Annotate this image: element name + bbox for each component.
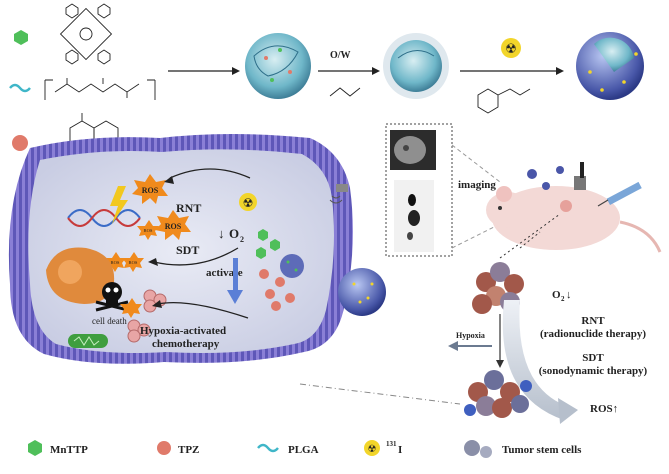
step-label-ow: O/W (330, 50, 351, 61)
o2-label-right: O (552, 289, 561, 301)
legend: MnTTP TPZ PLGA ☢ 131 I Tumor stem cells (28, 440, 582, 458)
rnt-arrow (169, 168, 251, 179)
o2-arrow-right: ↓ (566, 289, 572, 301)
legend-stem-cell-icon-1 (464, 440, 480, 456)
o2-sub-cell: 2 (240, 235, 244, 244)
svg-text:ROS: ROS (129, 260, 138, 265)
sdt-full-label: (sonodynamic therapy) (539, 365, 648, 377)
sdt-label-cell: SDT (176, 243, 199, 257)
chemo-arrow (157, 301, 249, 319)
ros-burst-small-4 (120, 298, 142, 318)
activate-arrow (233, 258, 238, 292)
np-dots-mouse (527, 166, 564, 190)
imaging-link-1 (451, 144, 501, 183)
tumor-cluster-bottom (464, 370, 532, 418)
svg-text:ROS: ROS (111, 260, 120, 265)
legend-i131-label: I (398, 444, 402, 456)
legend-tpz-label: TPZ (178, 444, 199, 456)
legend-i131-icon (364, 440, 380, 456)
hypoxia-label: Hypoxia (456, 331, 485, 340)
imaging-label: imaging (458, 179, 496, 191)
legend-plga-label: PLGA (288, 444, 319, 456)
rnt-label-right: RNT (581, 315, 605, 327)
svg-text:☢: ☢ (368, 444, 377, 455)
svg-text:☢: ☢ (243, 196, 254, 210)
imaging-link-2 (451, 223, 501, 249)
hypoxia-chemo-label-1: Hypoxia-activated (140, 325, 226, 337)
o2-arrow-cell: ↓ (218, 226, 225, 241)
sdt-arrow (153, 247, 239, 266)
link-line (299, 383, 461, 405)
ros-burst-small-3: ROS (122, 252, 144, 272)
syringe-icon (597, 181, 642, 207)
ros-burst-small-1: ROS (137, 220, 159, 240)
svg-text:☢: ☢ (505, 41, 517, 56)
mitochondrion (68, 334, 108, 348)
o2-label-cell: O (229, 226, 239, 241)
mntpp-hexes-cell (256, 229, 280, 259)
ros-burst-large-2: ROS (155, 210, 191, 240)
legend-mntpp-icon (28, 440, 42, 456)
tpz-balls-cell (259, 269, 295, 311)
tumor-cell (8, 134, 353, 364)
legend-mntpp-label: MnTTP (50, 444, 88, 456)
rnt-label-cell: RNT (176, 201, 201, 215)
mntpp-structure (59, 3, 113, 65)
skull-icon (95, 282, 129, 312)
rnt-full-label: (radionuclide therapy) (540, 328, 646, 340)
imaging-box (385, 123, 453, 257)
radiation-icon-top: ☢ (501, 38, 521, 58)
lightning-icon (110, 186, 128, 224)
small-np-cell (280, 254, 304, 278)
legend-i131-sup: 131 (386, 440, 397, 448)
tumor-cluster-top (472, 262, 524, 314)
sdt-label-right: SDT (582, 352, 604, 364)
ros-burst-large-1: ROS (132, 174, 168, 204)
plga-structure (44, 78, 156, 100)
legend-tpz-icon (157, 441, 171, 455)
radiation-icon-cell: ☢ (239, 193, 257, 211)
nanoparticle-coated (383, 33, 449, 99)
cell-death-label: cell death (92, 316, 127, 326)
dna-helix (67, 209, 141, 227)
o2-sub-right: 2 (561, 295, 565, 303)
dopamine-structure (477, 88, 531, 114)
golgi-organelle (46, 247, 115, 304)
plga-icon-top (9, 83, 31, 93)
nanoparticle-final (576, 32, 644, 100)
nanoparticle-core-1 (245, 33, 311, 99)
svg-text:ROS: ROS (165, 222, 182, 231)
svg-text:ROS: ROS (144, 228, 153, 233)
hypoxia-chemo-label-2: chemotherapy (152, 338, 220, 350)
legend-shape-mntpp-top (14, 30, 28, 45)
svg-text:ROS: ROS (142, 186, 159, 195)
tpz-icon-top (12, 135, 28, 151)
lysosome-cluster-2 (127, 319, 151, 343)
ultrasound-probe-right (574, 162, 586, 190)
legend-plga-icon (257, 443, 279, 453)
ultrasound-probe-left (329, 184, 348, 204)
ros-up-label: ROS↑ (590, 403, 618, 415)
pda-structure (329, 87, 361, 97)
nanoparticle-near-cell (338, 268, 386, 316)
legend-stem-cell-icon-2 (480, 446, 492, 458)
legend-stem-cell-label: Tumor stem cells (502, 444, 582, 456)
mouse (486, 186, 662, 253)
